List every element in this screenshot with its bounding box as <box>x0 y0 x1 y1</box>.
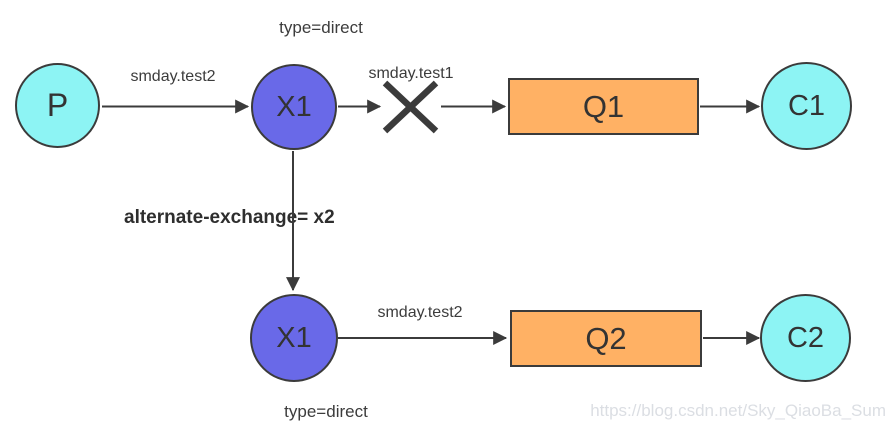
exchange-bottom-node-label: X1 <box>276 321 312 354</box>
edge-label-p-to-x1: smday.test2 <box>130 68 216 85</box>
queue2-node-label: Q2 <box>585 320 627 356</box>
consumer1-node-label: C1 <box>787 89 826 122</box>
exchange-bottom-type-label: type=direct <box>284 402 368 421</box>
edge-label-alternate-exchange: alternate-exchange= x2 <box>124 207 335 228</box>
consumer2-node: C2 <box>760 294 851 382</box>
cross-out-icon <box>382 80 439 134</box>
edge-label-x1-to-q1: smday.test1 <box>368 65 454 82</box>
watermark: https://blog.csdn.net/Sky_QiaoBa_Sum <box>590 401 886 420</box>
queue1-node-label: Q1 <box>582 88 625 124</box>
queue2-node: Q2 <box>510 310 702 367</box>
consumer2-node-label: C2 <box>786 321 825 354</box>
consumer1-node: C1 <box>761 62 852 150</box>
exchange-top-type-label: type=direct <box>279 18 363 37</box>
exchange-top-node-label: X1 <box>276 90 312 123</box>
producer-node: P <box>15 63 100 148</box>
edge-label-x1b-to-q2: smday.test2 <box>377 304 463 321</box>
queue1-node: Q1 <box>508 78 699 135</box>
producer-node-label: P <box>46 87 69 123</box>
exchange-top-node: X1 <box>251 64 337 150</box>
exchange-bottom-node: X1 <box>250 294 338 382</box>
cross-out-icon <box>382 80 439 134</box>
